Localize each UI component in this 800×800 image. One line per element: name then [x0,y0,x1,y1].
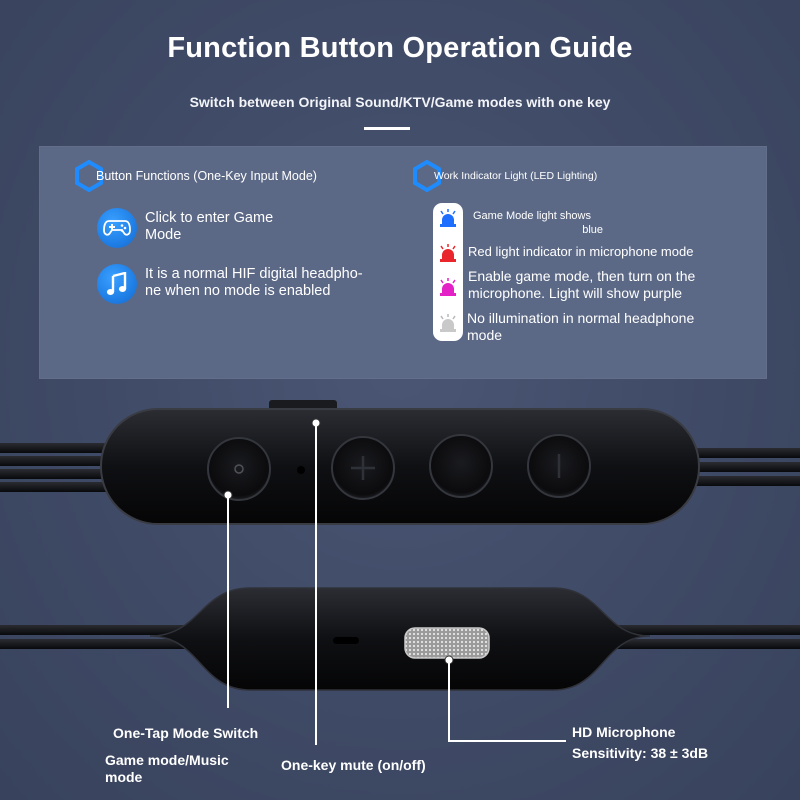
page-subtitle: Switch between Original Sound/KTV/Game m… [189,94,611,110]
mode-switch-callout: One-Tap Mode Switch [113,725,259,741]
led-indicator-strip [433,203,463,341]
led-red-description: Red light indicator in microphone mode [468,243,693,260]
microphone-housing [149,587,651,691]
upper-cable [0,443,800,492]
function-item-game-line1: Click to enter Game [145,210,274,226]
button-functions-heading-label: Button Functions (One-Key Input Mode) [96,169,317,183]
function-item-music: It is a normal HIF digital headpho- ne w… [97,264,363,304]
function-item-music-line1: It is a normal HIF digital headpho- [145,266,363,282]
function-item-game-line2: Mode [145,227,182,243]
lower-cable [0,625,800,649]
function-item-game: Click to enter Game Mode [97,208,273,248]
function-item-music-line2: ne when no mode is enabled [145,283,331,299]
volume-down-button[interactable] [527,434,591,498]
callout-lines [223,418,566,745]
blue-led-icon [440,209,456,227]
led-purple-description: Enable game mode, then turn on the micro… [468,268,695,302]
led-off-line1: No illumination in normal headphone [467,310,695,326]
grey-led-icon [440,314,456,332]
hd-microphone-title: HD Microphone [572,724,676,740]
led-blue-line1: Game Mode light shows [473,210,591,222]
indicator-light-heading: Work Indicator Light (LED Lighting) [412,160,597,192]
led-hole [297,466,305,474]
remote-control-body [100,408,700,525]
title-divider [364,127,410,130]
led-purple-line2: microphone. Light will show purple [468,285,682,301]
red-led-icon [440,244,456,262]
play-pause-button[interactable] [429,434,493,498]
led-purple-line1: Enable game mode, then turn on the [468,268,696,284]
led-blue-line2: blue [582,224,603,236]
mode-button[interactable] [207,437,271,501]
hexagon-icon [75,160,103,192]
hd-microphone-callout: HD Microphone Sensitivity: 38 ± 3dB [572,724,708,762]
game-music-callout-line1: Game mode/Music [105,752,229,768]
led-off-line2: mode [467,327,503,343]
hexagon-icon [413,160,441,192]
volume-up-button[interactable] [331,436,395,500]
led-blue-description: Game Mode light shows blue [473,209,603,237]
indicator-light-heading-label: Work Indicator Light (LED Lighting) [434,170,598,182]
button-functions-heading: Button Functions (One-Key Input Mode) [74,160,317,192]
game-music-callout: Game mode/Music mode [105,752,229,786]
gamepad-icon [97,208,137,248]
page-title: Function Button Operation Guide [167,32,633,64]
music-note-icon [97,264,137,304]
mic-slot [333,637,359,644]
game-music-callout-line2: mode [105,769,143,785]
hd-microphone-sensitivity: Sensitivity: 38 ± 3dB [572,745,709,761]
mute-callout: One-key mute (on/off) [281,757,426,773]
purple-led-icon [440,278,456,296]
led-off-description: No illumination in normal headphone mode [467,310,694,344]
info-panel [39,146,767,379]
led-red-line1: Red light indicator in microphone mode [468,244,694,259]
microphone-grille [404,627,490,659]
